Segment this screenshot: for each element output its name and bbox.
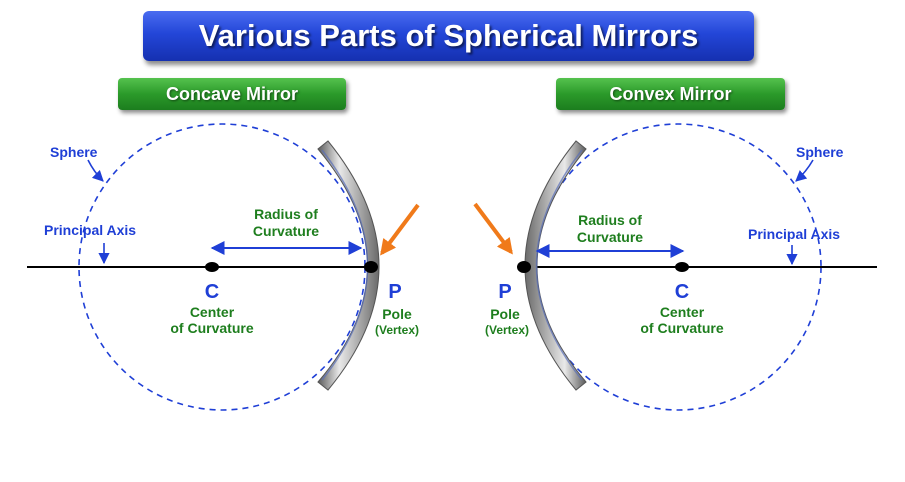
convex-center-label-line1: Center [660, 304, 705, 320]
concave-pole-pointer-arrow [380, 203, 420, 256]
concave-pole-label-line2: (Vertex) [375, 323, 419, 337]
convex-pole-letter: P [498, 281, 511, 303]
convex-radius-label-line2: Curvature [577, 229, 643, 245]
convex-mirror-heading: Convex Mirror [556, 78, 785, 110]
concave-radius-label-line2: Curvature [253, 223, 319, 239]
convex-radius-label-line1: Radius of [578, 212, 642, 228]
convex-sphere-label: Sphere [796, 144, 844, 160]
convex-pole-pointer-arrow [473, 202, 513, 255]
convex-center-letter: C [675, 281, 689, 303]
convex-center-label-line2: of Curvature [640, 320, 723, 336]
concave-pole-letter: P [388, 281, 401, 303]
title-banner: Various Parts of Spherical Mirrors [143, 11, 754, 61]
concave-radius-label-line1: Radius of [254, 206, 318, 222]
concave-center-label-line1: Center [190, 304, 235, 320]
concave-center-point [205, 262, 219, 272]
convex-sphere-pointer [795, 159, 814, 182]
convex-pole-point [517, 261, 531, 273]
concave-mirror-reflection [321, 149, 369, 381]
page-title: Various Parts of Spherical Mirrors [198, 18, 699, 53]
concave-pole-label-line1: Pole [382, 306, 412, 322]
concave-sphere-pointer [87, 159, 104, 182]
concave-principal-axis-label: Principal Axis [44, 222, 136, 238]
convex-pole-label-line1: Pole [490, 306, 520, 322]
concave-sphere-label: Sphere [50, 144, 98, 160]
concave-pole-point [364, 261, 378, 273]
convex-mirror-shape [524, 140, 587, 391]
concave-group: Sphere Principal Axis Radius of Curvatur… [27, 123, 420, 411]
convex-pole-label-line2: (Vertex) [485, 323, 529, 337]
convex-group: Sphere Principal Axis Radius of Curvatur… [473, 123, 877, 411]
concave-mirror-heading: Concave Mirror [118, 78, 346, 110]
concave-heading-label: Concave Mirror [165, 83, 299, 104]
convex-heading-label: Convex Mirror [609, 83, 732, 104]
concave-center-label-line2: of Curvature [170, 320, 253, 336]
convex-principal-axis-label: Principal Axis [748, 226, 840, 242]
concave-center-letter: C [205, 281, 219, 303]
convex-center-point [675, 262, 689, 272]
convex-mirror-reflection [535, 149, 583, 381]
